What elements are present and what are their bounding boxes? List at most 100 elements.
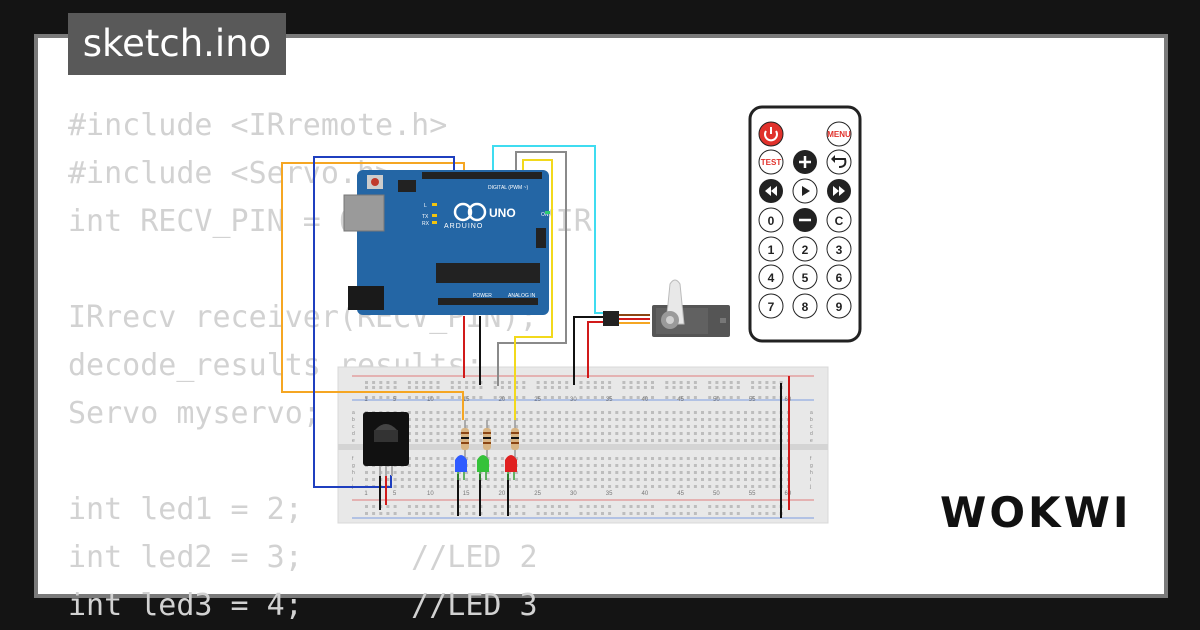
analog-label: ANALOG IN (508, 293, 536, 299)
svg-text:8: 8 (802, 300, 809, 314)
breadboard-column-number: 35 (606, 491, 613, 497)
remote-key-0[interactable]: 0 (758, 207, 784, 233)
board-name: UNO (489, 206, 516, 220)
breadboard-row-letter: b (810, 417, 813, 423)
breadboard-column-number: 35 (606, 397, 613, 403)
breadboard-column-number: 50 (713, 397, 720, 403)
svg-text:0: 0 (768, 214, 775, 228)
digital-label: DIGITAL (PWM ~) (488, 185, 528, 191)
svg-text:1: 1 (768, 243, 775, 257)
breadboard-row-letter: i (352, 477, 353, 483)
remote-key-1[interactable]: 1 (758, 236, 784, 262)
svg-text:TEST: TEST (761, 158, 782, 167)
ir-remote[interactable]: MENU TEST 0 (748, 105, 862, 343)
wire-black-servo (573, 316, 604, 385)
breadboard-row-letter: g (810, 463, 813, 469)
remote-key-3[interactable]: 3 (826, 236, 852, 262)
remote-test-button[interactable]: TEST (758, 149, 784, 175)
breadboard-column-number: 30 (570, 397, 577, 403)
code-line: decode_results results; (68, 348, 484, 383)
ir-receiver-module[interactable] (363, 412, 409, 476)
resistor-2 (483, 420, 491, 460)
breadboard-column-number: 5 (393, 491, 397, 497)
code-line: int led3 = 4; //LED 3 (68, 588, 538, 623)
svg-text:4: 4 (768, 271, 775, 285)
remote-key-2[interactable]: 2 (792, 236, 818, 262)
remote-key-8[interactable]: 8 (792, 293, 818, 319)
code-line: int led1 = 2; (68, 492, 303, 527)
svg-text:6: 6 (836, 271, 843, 285)
fast-forward-icon (833, 186, 845, 196)
wire-gray (497, 151, 567, 386)
remote-key-7[interactable]: 7 (758, 293, 784, 319)
wire-cyan (492, 145, 604, 314)
breadboard-row-letter: h (352, 470, 355, 476)
remote-menu-button[interactable]: MENU (826, 121, 852, 147)
remote-power-button[interactable] (758, 121, 784, 147)
breadboard-column-number: 5 (393, 397, 397, 403)
breadboard-row-letter: e (810, 438, 813, 444)
breadboard-column-number: 45 (677, 491, 684, 497)
remote-plus-button[interactable] (793, 150, 817, 174)
breadboard-column-number: 15 (463, 491, 470, 497)
remote-back-button[interactable] (826, 149, 852, 175)
remote-key-5[interactable]: 5 (792, 264, 818, 290)
breadboard-column-number: 55 (749, 491, 756, 497)
breadboard-column-number: 45 (677, 397, 684, 403)
led-red-icon (505, 455, 517, 480)
breadboard-column-number: 55 (749, 397, 756, 403)
remote-play-button[interactable] (792, 178, 818, 204)
breadboard-column-number: 10 (427, 491, 434, 497)
remote-key-6[interactable]: 6 (826, 264, 852, 290)
breadboard-column-number: 25 (534, 397, 541, 403)
svg-text:MENU: MENU (827, 130, 851, 139)
wires (281, 145, 790, 518)
svg-text:7: 7 (768, 300, 775, 314)
breadboard-row-letter: i (810, 477, 811, 483)
remote-key-4[interactable]: 4 (758, 264, 784, 290)
code-line: #include <IRremote.h> (68, 108, 448, 143)
breadboard-row-letter: g (352, 463, 355, 469)
wokwi-logo: WOKWI (940, 488, 1132, 537)
resistors (461, 420, 519, 460)
breadboard-column-number: 25 (534, 491, 541, 497)
wire-orange (281, 162, 465, 420)
servo-motor[interactable] (603, 279, 730, 337)
reset-button-icon[interactable] (371, 178, 379, 186)
resistor-1 (461, 420, 469, 460)
remote-minus-button[interactable] (793, 208, 817, 232)
breadboard-column-number: 15 (463, 397, 470, 403)
svg-text:3: 3 (836, 243, 843, 257)
l-led-label: L (424, 203, 427, 209)
breadboard-row-letter: b (352, 417, 355, 423)
rewind-icon (765, 186, 777, 196)
power-label: POWER (473, 293, 492, 299)
remote-number-keys: 1 2 3 4 5 6 7 8 9 (758, 236, 852, 319)
arduino-brand-label: ARDUINO (444, 223, 483, 230)
breadboard-column-number: 20 (499, 491, 506, 497)
breadboard-column-number: 30 (570, 491, 577, 497)
wire-blue (313, 156, 455, 488)
leds (455, 455, 517, 480)
breadboard-column-number: 1 (364, 491, 368, 497)
remote-rewind-button[interactable] (759, 179, 783, 203)
remote-forward-button[interactable] (827, 179, 851, 203)
breadboard-row-letter: j (809, 484, 811, 490)
code-line: int led2 = 3; //LED 2 (68, 540, 538, 575)
svg-text:9: 9 (836, 300, 843, 314)
wire-red-servo (587, 321, 604, 378)
filename-tab[interactable]: sketch.ino (68, 13, 286, 75)
arduino-infinity-logo-left (453, 202, 473, 222)
remote-key-c[interactable]: C (826, 207, 852, 233)
breadboard-row-letter: c (352, 424, 355, 430)
remote-key-9[interactable]: 9 (826, 293, 852, 319)
breadboard-row-letter: a (352, 410, 355, 416)
play-icon (802, 186, 810, 196)
resistor-3 (511, 420, 519, 460)
breadboard-column-number: 40 (642, 491, 649, 497)
arduino-uno-board[interactable]: UNO ARDUINO DIGITAL (PWM ~) POWER ANALOG… (343, 170, 550, 315)
